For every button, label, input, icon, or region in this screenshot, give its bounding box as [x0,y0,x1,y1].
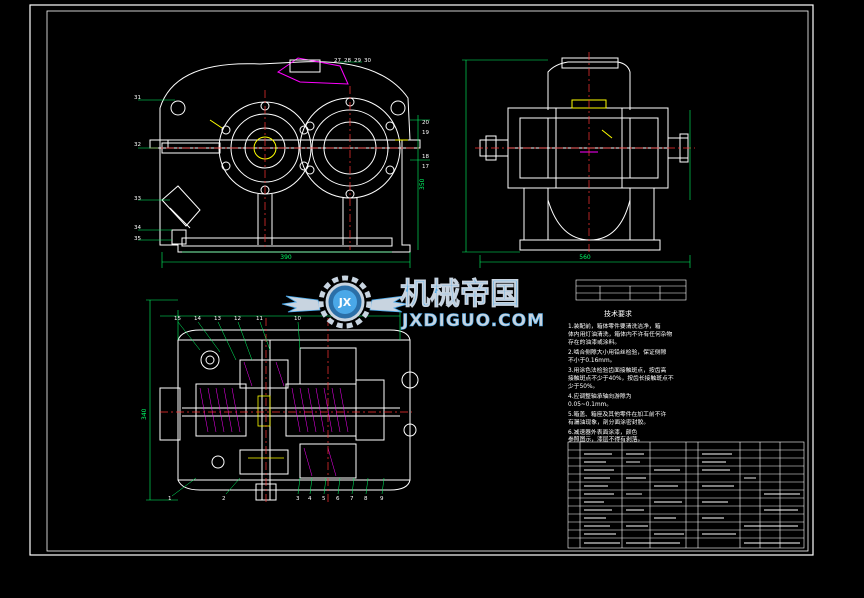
svg-text:10: 10 [294,316,301,322]
svg-text:不小于0.16mm。: 不小于0.16mm。 [568,356,615,364]
parts-list-entries [584,453,800,544]
svg-text:34: 34 [134,225,141,231]
svg-text:3: 3 [296,496,300,502]
gear-spec-table [575,279,687,301]
front-width-dim: 390 [280,254,292,261]
watermark-brand-cn: 机械帝国 [400,277,520,312]
svg-text:15: 15 [174,316,181,322]
svg-text:5.箱盖、箱座及其他零件在加工前不许: 5.箱盖、箱座及其他零件在加工前不许 [568,410,666,418]
svg-text:11: 11 [256,316,263,322]
svg-text:接触斑点不少于40%，按齿长接触斑点不: 接触斑点不少于40%，按齿长接触斑点不 [568,374,674,382]
svg-text:33: 33 [134,196,141,202]
svg-text:18: 18 [422,154,429,160]
wing-left [281,295,321,313]
outer-frame [29,4,814,556]
svg-text:参照图示，漆层不得有剥落。: 参照图示，漆层不得有剥落。 [568,435,643,443]
svg-text:少于50%。: 少于50%。 [568,383,598,390]
tech-requirements-heading: 技术要求 [604,309,632,318]
front-height-dim: 350 [419,178,426,190]
svg-text:7: 7 [350,496,354,502]
side-dimensions [462,59,691,268]
svg-text:35: 35 [134,236,141,242]
svg-text:31: 31 [134,95,141,101]
top-view-leaders [171,321,385,497]
side-centerlines [475,52,695,255]
svg-text:4.应调整轴承轴向游隙为: 4.应调整轴承轴向游隙为 [568,392,632,400]
svg-text:9: 9 [380,496,384,502]
tech-requirements-lines: 1.装配前，箱体零件要清洗洁净，箱 体内用灯油清洗，箱体内不许有任何杂物 存在的… [568,322,674,443]
inner-frame [46,10,809,552]
svg-text:有漏油现象，剖分面涂密封胶。: 有漏油现象，剖分面涂密封胶。 [568,418,649,426]
logo-letters: JX [338,296,352,309]
svg-text:2.啮合侧隙大小用铅丝检验，保证侧隙: 2.啮合侧隙大小用铅丝检验，保证侧隙 [568,348,666,356]
parts-list [567,441,805,549]
top-view-housing [177,339,411,481]
svg-text:19: 19 [422,130,429,136]
svg-text:1: 1 [168,496,172,502]
svg-text:30: 30 [364,58,371,64]
svg-text:29: 29 [354,58,361,64]
side-cover-outline [547,61,631,110]
svg-text:27: 27 [334,58,341,64]
svg-text:14: 14 [194,316,201,322]
svg-text:0.05~0.1mm。: 0.05~0.1mm。 [568,402,612,408]
svg-text:1.装配前，箱体零件要清洗洁净，箱: 1.装配前，箱体零件要清洗洁净，箱 [568,322,661,330]
top-dimensions [146,299,401,501]
wing-right [369,295,409,313]
svg-text:体内用灯油清洗，箱体内不许有任何杂物: 体内用灯油清洗，箱体内不许有任何杂物 [568,330,673,338]
front-callouts: 27 28 29 30 31 32 33 34 35 20 19 18 17 [134,58,429,242]
input-gear [239,359,289,389]
svg-text:32: 32 [134,142,141,148]
svg-text:5: 5 [322,496,326,502]
svg-text:28: 28 [344,58,351,64]
svg-text:17: 17 [422,164,429,170]
svg-text:6.减速器外表面涂漆，颜色: 6.减速器外表面涂漆，颜色 [568,428,637,436]
svg-text:2: 2 [222,496,226,502]
svg-text:20: 20 [422,120,429,126]
front-cover-outline [159,61,411,141]
top-view [159,329,419,501]
svg-text:4: 4 [308,496,312,502]
front-body-outline [159,139,411,253]
side-view [479,57,689,251]
front-dimensions [138,61,430,268]
svg-text:12: 12 [234,316,241,322]
top-view-hatching [199,361,349,477]
watermark-url: JXDIGUO.COM [401,311,545,331]
svg-text:8: 8 [364,496,368,502]
watermark-logo: JX [281,275,409,329]
svg-text:6: 6 [336,496,340,502]
top-centerlines [160,318,412,505]
svg-text:3.用涂色法检验齿面接触斑点，按齿高: 3.用涂色法检验齿面接触斑点，按齿高 [568,366,666,374]
top-view-height-dim: 340 [141,408,148,420]
svg-text:存在的油漆或涂料。: 存在的油漆或涂料。 [568,338,620,346]
side-width-dim: 560 [579,254,591,261]
top-view-callouts: 15 14 13 12 11 10 1 2 3 4 5 6 7 8 9 [168,316,384,502]
front-view [149,57,421,253]
svg-text:13: 13 [214,316,221,322]
gear-emblem [318,275,372,329]
front-centerlines [150,86,420,250]
